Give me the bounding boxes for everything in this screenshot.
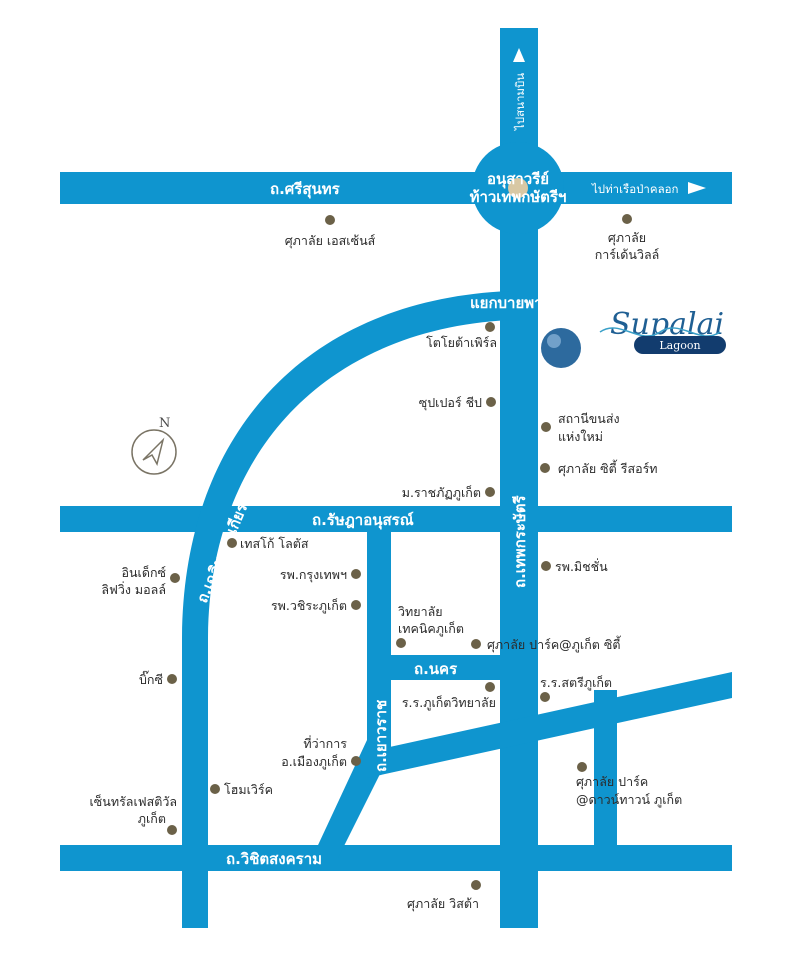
landmark-dot-supercheap — [486, 397, 496, 407]
landmark-resort: ศุภาลัย ซิตี้ รีสอร์ท — [558, 459, 658, 477]
landmark-dot-rajabhat — [485, 487, 495, 497]
landmark-dot-central — [167, 825, 177, 835]
landmark-toyota: โตโยต้าเพิร์ล — [426, 335, 497, 350]
logo-sub: Lagoon — [659, 339, 700, 352]
landmark-station-line2: แห่งใหม่ — [558, 429, 603, 444]
road-downtown — [594, 690, 617, 858]
landmark-tech-line1: วิทยาลัย — [398, 604, 443, 619]
landmark-rajabhat: ม.ราชภัฏภูเก็ต — [402, 485, 481, 501]
landmark-supercheap: ซุปเปอร์ ชีป — [419, 395, 482, 411]
landmark-district-line1: ที่ว่าการ — [303, 735, 347, 751]
landmark-essence: ศุภาลัย เอสเซ้นส์ — [285, 233, 376, 249]
landmark-dot-tesco — [227, 538, 237, 548]
monument-label-line2: ท้าวเทพกษัตรีฯ — [470, 188, 567, 206]
landmark-garden-line1: ศุภาลัย — [608, 230, 646, 246]
landmark-garden-line2: การ์เด้นวิลล์ — [595, 247, 660, 262]
label-nakhon: ถ.นคร — [414, 660, 458, 678]
landmark-downtown-line1: ศุภาลัย ปาร์ค — [576, 774, 648, 790]
landmark-dot-downtown — [577, 762, 587, 772]
project-location-highlight — [547, 334, 561, 348]
landmark-index-line2: ลิฟวิ่ง มอลล์ — [101, 581, 166, 597]
label-ratsadanusorn: ถ.รัษฎาอนุสรณ์ — [312, 511, 414, 530]
logo-badge — [634, 336, 726, 354]
arrow-up-icon — [513, 48, 525, 62]
landmark-dot-satri — [540, 692, 550, 702]
supalai-lagoon-logo: Supalai Lagoon — [599, 307, 726, 354]
road-diagonal-satri — [367, 672, 732, 778]
landmark-bangkokhosp: รพ.กรุงเทพฯ — [280, 567, 347, 583]
landmark-dot-vachira — [351, 600, 361, 610]
landmark-homeworks: โฮมเวิร์ค — [224, 782, 273, 797]
landmark-dot-bigc — [167, 674, 177, 684]
landmark-index-line1: อินเด็กซ์ — [122, 565, 167, 580]
landmark-dot-toyota — [485, 322, 495, 332]
landmark-dot-tech — [396, 638, 406, 648]
landmark-bigc: บิ๊กซี — [139, 670, 163, 687]
landmark-tech-line2: เทคนิคภูเก็ต — [398, 621, 464, 637]
compass-rose: N — [131, 416, 177, 475]
compass-north-label: N — [159, 416, 170, 431]
landmark-vachira: รพ.วชิระภูเก็ต — [271, 598, 347, 614]
arrow-right-icon — [688, 182, 706, 194]
landmark-satri: ร.ร.สตรีภูเก็ต — [540, 675, 612, 691]
landmark-mission: รพ.มิชชั่น — [555, 558, 608, 574]
label-wichitsongkhram: ถ.วิชิตสงคราม — [226, 850, 322, 868]
landmark-dot-wittaya — [485, 682, 495, 692]
landmark-tesco: เทสโก้ โลตัส — [240, 536, 309, 551]
road-srisunthon — [60, 172, 732, 204]
project-location-marker — [541, 328, 581, 368]
landmark-district-line2: อ.เมืองภูเก็ต — [281, 754, 347, 770]
landmark-central-line2: ภูเก็ต — [138, 811, 166, 827]
landmark-station-line1: สถานีขนส่ง — [558, 411, 620, 426]
label-srisunthon: ถ.ศรีสุนทร — [270, 180, 341, 199]
monument-marker — [508, 178, 528, 198]
compass-arrow-icon — [142, 437, 165, 467]
landmark-dot-mission — [541, 561, 551, 571]
landmark-dot-station — [541, 422, 551, 432]
landmark-dot-resort — [540, 463, 550, 473]
landmark-wittaya: ร.ร.ภูเก็ตวิทยาลัย — [402, 695, 496, 711]
landmark-central-line1: เซ็นทรัลเฟสติวัล — [90, 794, 177, 809]
landmark-downtown-line2: @ดาวน์ทาวน์ ภูเก็ต — [576, 792, 682, 808]
label-yaowarat: ถ.เยาวราช — [372, 700, 390, 772]
landmark-dot-homeworks — [210, 784, 220, 794]
landmark-dot-essence — [325, 215, 335, 225]
compass-circle — [131, 429, 177, 475]
landmark-vista: ศุภาลัย วิสต้า — [407, 896, 479, 912]
logo-wave — [599, 327, 721, 337]
direction-pier-label: ไปท่าเรือป่าคลอก — [591, 182, 679, 196]
landmark-dot-parkcity — [471, 639, 481, 649]
landmark-dot-vista — [471, 880, 481, 890]
label-junction: แยกบายพาส — [470, 294, 553, 312]
direction-airport-label: ไปสนามบิน — [513, 73, 527, 131]
landmark-dot-index — [170, 573, 180, 583]
landmark-dot-bangkokhosp — [351, 569, 361, 579]
landmark-parkcity: ศุภาลัย ปาร์ค@ภูเก็ต ซิตี้ — [487, 635, 622, 653]
landmark-dot-district — [351, 756, 361, 766]
landmark-dot-garden — [622, 214, 632, 224]
monument-label-line1: อนุสาวรีย์ — [487, 170, 549, 189]
label-thepkrasattri: ถ.เทพกระษัตรี — [511, 494, 529, 588]
road-nakhon — [367, 655, 512, 680]
road-wichitsongkhram — [60, 845, 732, 871]
road-ratsadanusorn — [60, 506, 732, 532]
road-yaowarat — [367, 520, 391, 760]
